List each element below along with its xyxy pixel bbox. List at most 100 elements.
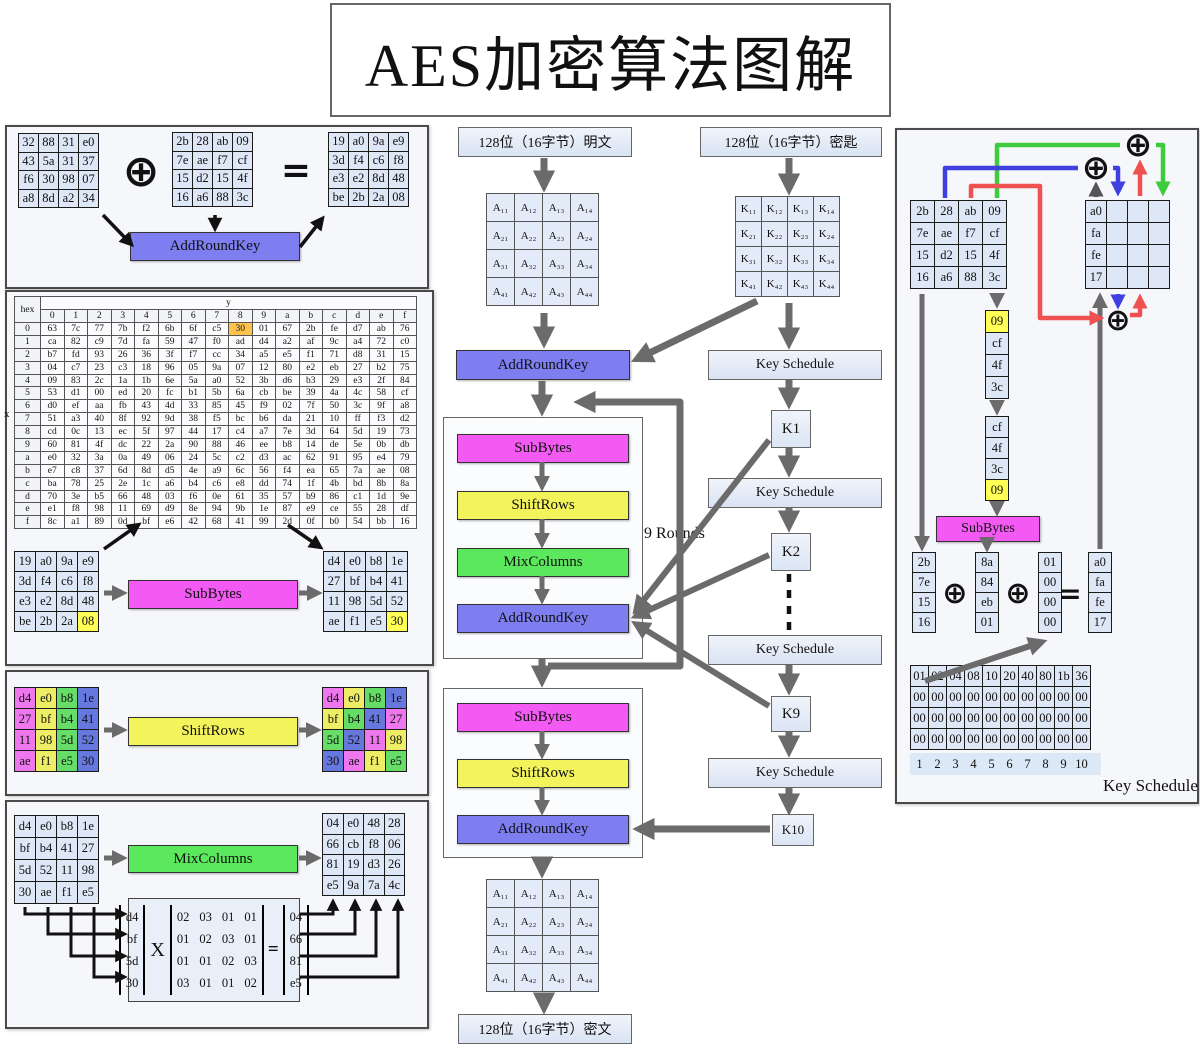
sb-cell: ff: [345, 412, 369, 426]
sb-cell: c9: [87, 334, 111, 348]
matrix-cell: 15: [212, 169, 233, 189]
sb-hdr: d: [345, 309, 369, 322]
sb-cell: f1: [298, 347, 322, 361]
matrix-cell: 00: [910, 686, 929, 708]
sb-cell: fc: [157, 386, 181, 400]
matrix-row: fe: [1085, 244, 1170, 267]
sb-cell: d1: [63, 386, 87, 400]
sb-cell: 55: [345, 502, 369, 516]
sb-cell: 37: [87, 463, 111, 477]
xor-icon: ⊕: [942, 576, 968, 611]
matrix-cell: 9a: [368, 132, 389, 152]
k1-box: K1: [771, 410, 811, 448]
matrix-cell: b4: [365, 571, 387, 592]
sb-cell: 41: [228, 515, 252, 529]
matrix-cell: A₂₃: [542, 907, 571, 936]
sb-cell: 28: [369, 502, 393, 516]
sb-cell: fe: [322, 322, 346, 335]
sb-hdr: 5: [157, 309, 181, 322]
sb-cell: a8: [392, 399, 416, 413]
matrix-cell: 00: [1036, 686, 1055, 708]
sb-cell: f6: [181, 489, 205, 503]
sb-cell: c4: [228, 425, 252, 439]
matrix-cell: A₁₂: [514, 193, 543, 222]
sb-cell: 23: [87, 360, 111, 374]
sb-hdr: 8: [14, 425, 40, 439]
matrix-cell: A₄₄: [570, 277, 599, 306]
sb-cell: 9a: [204, 360, 228, 374]
matrix-cell: 3d: [328, 150, 349, 170]
matrix-cell: fa: [1085, 222, 1107, 245]
sb-cell: e8: [228, 476, 252, 490]
sb-cell: a6: [157, 476, 181, 490]
column-cell: fa: [1088, 572, 1112, 593]
matrix-cell: [1106, 200, 1128, 223]
matrix-cell: 4f: [232, 169, 253, 189]
matrix-cell: K₃₁: [735, 246, 762, 272]
column-cell: 5d: [125, 953, 139, 968]
matrix-cell: bf: [322, 708, 344, 730]
column-cell: 84: [975, 572, 999, 593]
matrix-cell: 48: [363, 813, 385, 835]
matrix-cell: e3: [328, 169, 349, 189]
matrix-cell: 7a: [363, 874, 385, 896]
matrix-cell: 3d: [14, 571, 36, 592]
sb-cell: c1: [345, 489, 369, 503]
arrow-k2-to-round-ark: [630, 552, 771, 620]
matrix-cell: 00: [1054, 686, 1073, 708]
xor-icon: ⊕: [1105, 303, 1131, 338]
sb-cell: 40: [87, 412, 111, 426]
sb-cell: 6d: [110, 463, 134, 477]
column-cell: 01: [1038, 552, 1062, 573]
column-cell: 6: [1006, 756, 1013, 771]
sb-cell: 5a: [181, 373, 205, 387]
sb-cell: ce: [322, 502, 346, 516]
sb-cell: 3c: [345, 399, 369, 413]
matrix-cell: 00: [1000, 728, 1019, 750]
sb-cell: 2c: [87, 373, 111, 387]
sb-hdr: f: [392, 309, 416, 322]
matrix-cell: A₃₄: [570, 935, 599, 964]
sb-cell: 76: [392, 322, 416, 335]
sb-hdr: b: [14, 463, 40, 477]
column-cell: 7e: [912, 572, 936, 593]
matrix-cell: e5: [56, 750, 78, 772]
key-schedule-2: Key Schedule: [708, 478, 882, 508]
matrix-cell: 2b: [910, 200, 935, 223]
sb-cell: 93: [87, 347, 111, 361]
sb-cell: b2: [369, 360, 393, 374]
matrix-cell: 98: [385, 729, 407, 751]
sb-hdr: c: [14, 476, 40, 490]
sb-cell: 08: [392, 463, 416, 477]
matrix-cell: 52: [77, 729, 99, 751]
matrix-cell: 16: [910, 266, 935, 289]
sb-hdr: 9: [14, 438, 40, 451]
matrix-cell: be: [14, 611, 36, 632]
sb-cell: 36: [134, 347, 158, 361]
sb-cell: cc: [204, 347, 228, 361]
sb-cell: c7: [63, 360, 87, 374]
sb-hdr: 7: [204, 309, 228, 322]
shiftrows-demo-button: ShiftRows: [128, 717, 298, 746]
sb-cell: b3: [298, 373, 322, 387]
sb-cell: a3: [63, 412, 87, 426]
matrix-cell: 11: [323, 591, 345, 612]
sb-cell: 58: [369, 386, 393, 400]
sb-cell: a7: [251, 425, 275, 439]
matrix-cell: 30: [38, 170, 59, 190]
sb-cell: 07: [228, 360, 252, 374]
sb-cell: 87: [275, 502, 299, 516]
sb-cell: 75: [392, 360, 416, 374]
matrix-cell: A₂₁: [486, 221, 515, 250]
matrix-cell: K₁₁: [735, 196, 762, 222]
matrix-cell: K₂₃: [787, 221, 814, 247]
sb-cell: 4b: [322, 476, 346, 490]
sb-cell: ef: [63, 399, 87, 413]
matrix-cell: 01: [199, 953, 212, 968]
